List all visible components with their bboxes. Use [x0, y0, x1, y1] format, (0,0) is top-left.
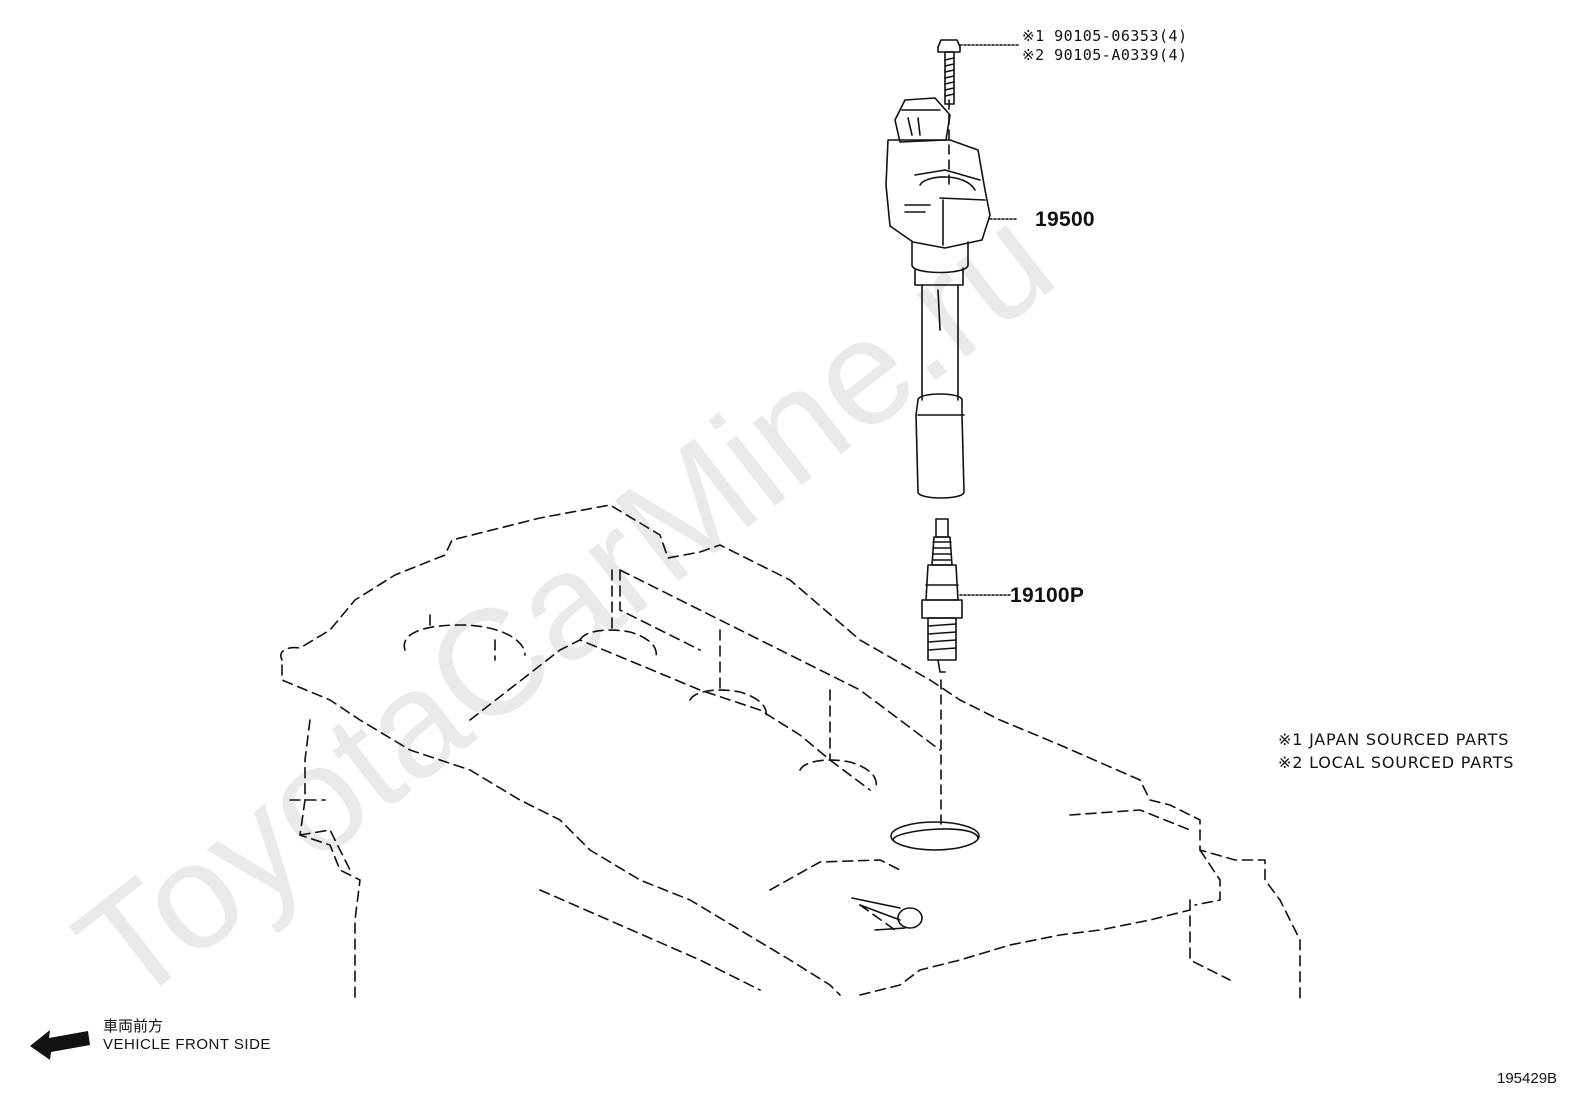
ignition-coil-drawing — [885, 97, 1019, 499]
callout-ignition-coil[interactable]: 19500 — [1035, 208, 1095, 231]
plug-well — [851, 821, 980, 931]
front-label-english: VEHICLE FRONT SIDE — [103, 1036, 271, 1053]
fastener-part-number-1: ※1 90105-06353(4) — [1022, 27, 1188, 45]
spark-plug-drawing — [921, 518, 1011, 673]
diagram-id: 195429B — [1497, 1070, 1558, 1087]
bolt-drawing — [937, 39, 1019, 105]
assembly-axis — [940, 99, 950, 829]
note-local-sourced: ※2 LOCAL SOURCED PARTS — [1278, 753, 1515, 772]
engine-head-outline — [280, 504, 1301, 1001]
fastener-part-number-2: ※2 90105-A0339(4) — [1022, 46, 1188, 64]
front-label-japanese: 車両前方 — [103, 1017, 164, 1035]
note-japan-sourced: ※1 JAPAN SOURCED PARTS — [1278, 730, 1510, 749]
front-arrow-icon — [30, 1030, 90, 1060]
callout-spark-plug[interactable]: 19100P — [1010, 584, 1085, 607]
